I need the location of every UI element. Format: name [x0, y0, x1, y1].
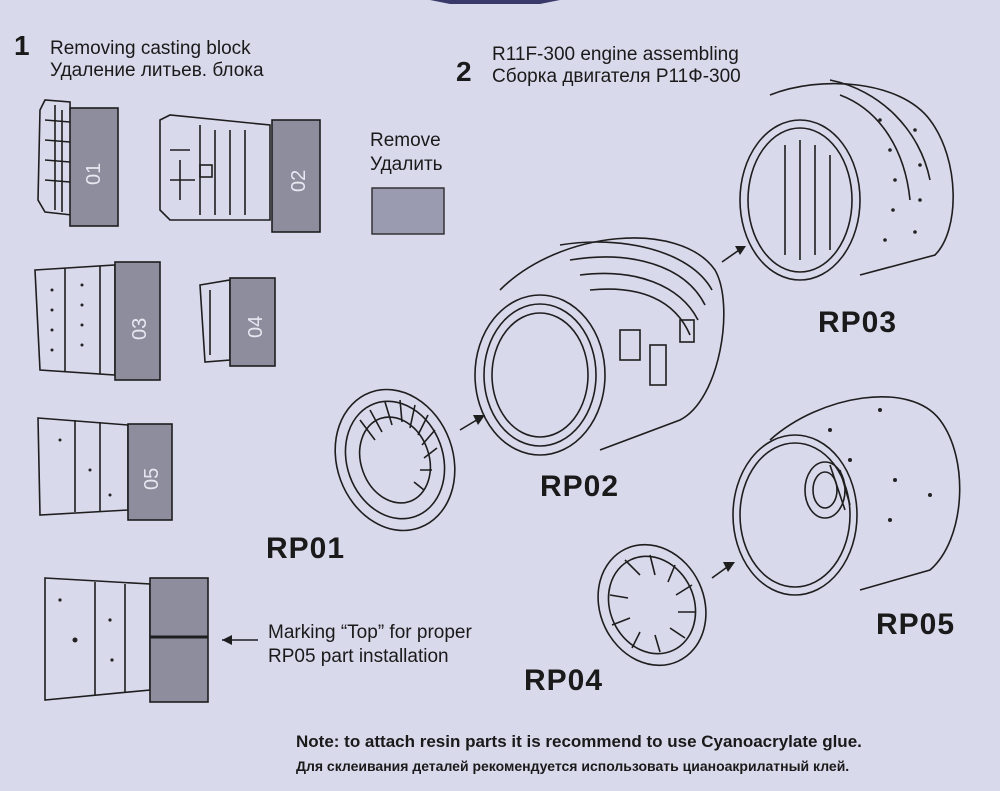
marking-line-1: Marking “Top” for proper	[268, 622, 472, 643]
step-1-title-en: Removing casting block	[50, 38, 251, 59]
rp05-drawing	[732, 396, 961, 596]
label-rp05: RP05	[876, 608, 956, 641]
remove-label-ru: Удалить	[370, 154, 443, 175]
label-rp02: RP02	[540, 470, 620, 503]
step-1-title-ru: Удаление литьев. блока	[50, 60, 264, 81]
marking-top-part	[44, 577, 209, 703]
label-rp04: RP04	[524, 664, 604, 697]
rp01-drawing	[334, 388, 456, 532]
step-2-title-ru: Сборка двигателя Р11Ф-300	[492, 66, 741, 87]
label-rp01: RP01	[266, 532, 346, 565]
rp02-drawing	[474, 237, 725, 456]
arrow-rp01-rp02-head	[473, 415, 485, 425]
casting-block-number-03: 03	[129, 318, 151, 340]
arrow-rp04-rp05-head	[723, 562, 735, 572]
casting-block-number-02: 02	[288, 170, 310, 192]
rp04-drawing	[597, 543, 707, 667]
note-ru: Для склеивания деталей рекомендуется исп…	[296, 758, 850, 774]
casting-part-04: 04	[199, 277, 276, 367]
casting-part-05: 05	[37, 417, 173, 521]
step-1-number: 1	[14, 30, 30, 61]
casting-block-number-04: 04	[245, 316, 267, 338]
casting-part-03: 03	[34, 261, 161, 381]
casting-part-01: 01	[37, 99, 119, 227]
rp03-drawing	[739, 79, 954, 281]
marking-line-2: RP05 part installation	[268, 646, 449, 667]
label-rp03: RP03	[818, 306, 898, 339]
top-edge-shadow	[430, 0, 560, 4]
arrow-rp02-rp03-head	[735, 246, 746, 255]
step-2-title-en: R11F-300 engine assembling	[492, 44, 739, 65]
casting-block-number-01: 01	[83, 163, 105, 185]
step-2-number: 2	[456, 56, 472, 87]
remove-swatch	[371, 187, 445, 235]
casting-part-02: 02	[159, 114, 321, 233]
casting-block-number-05: 05	[141, 468, 163, 490]
remove-label-en: Remove	[370, 130, 441, 151]
marking-arrowhead	[222, 635, 232, 645]
note-en: Note: to attach resin parts it is recomm…	[296, 732, 862, 751]
